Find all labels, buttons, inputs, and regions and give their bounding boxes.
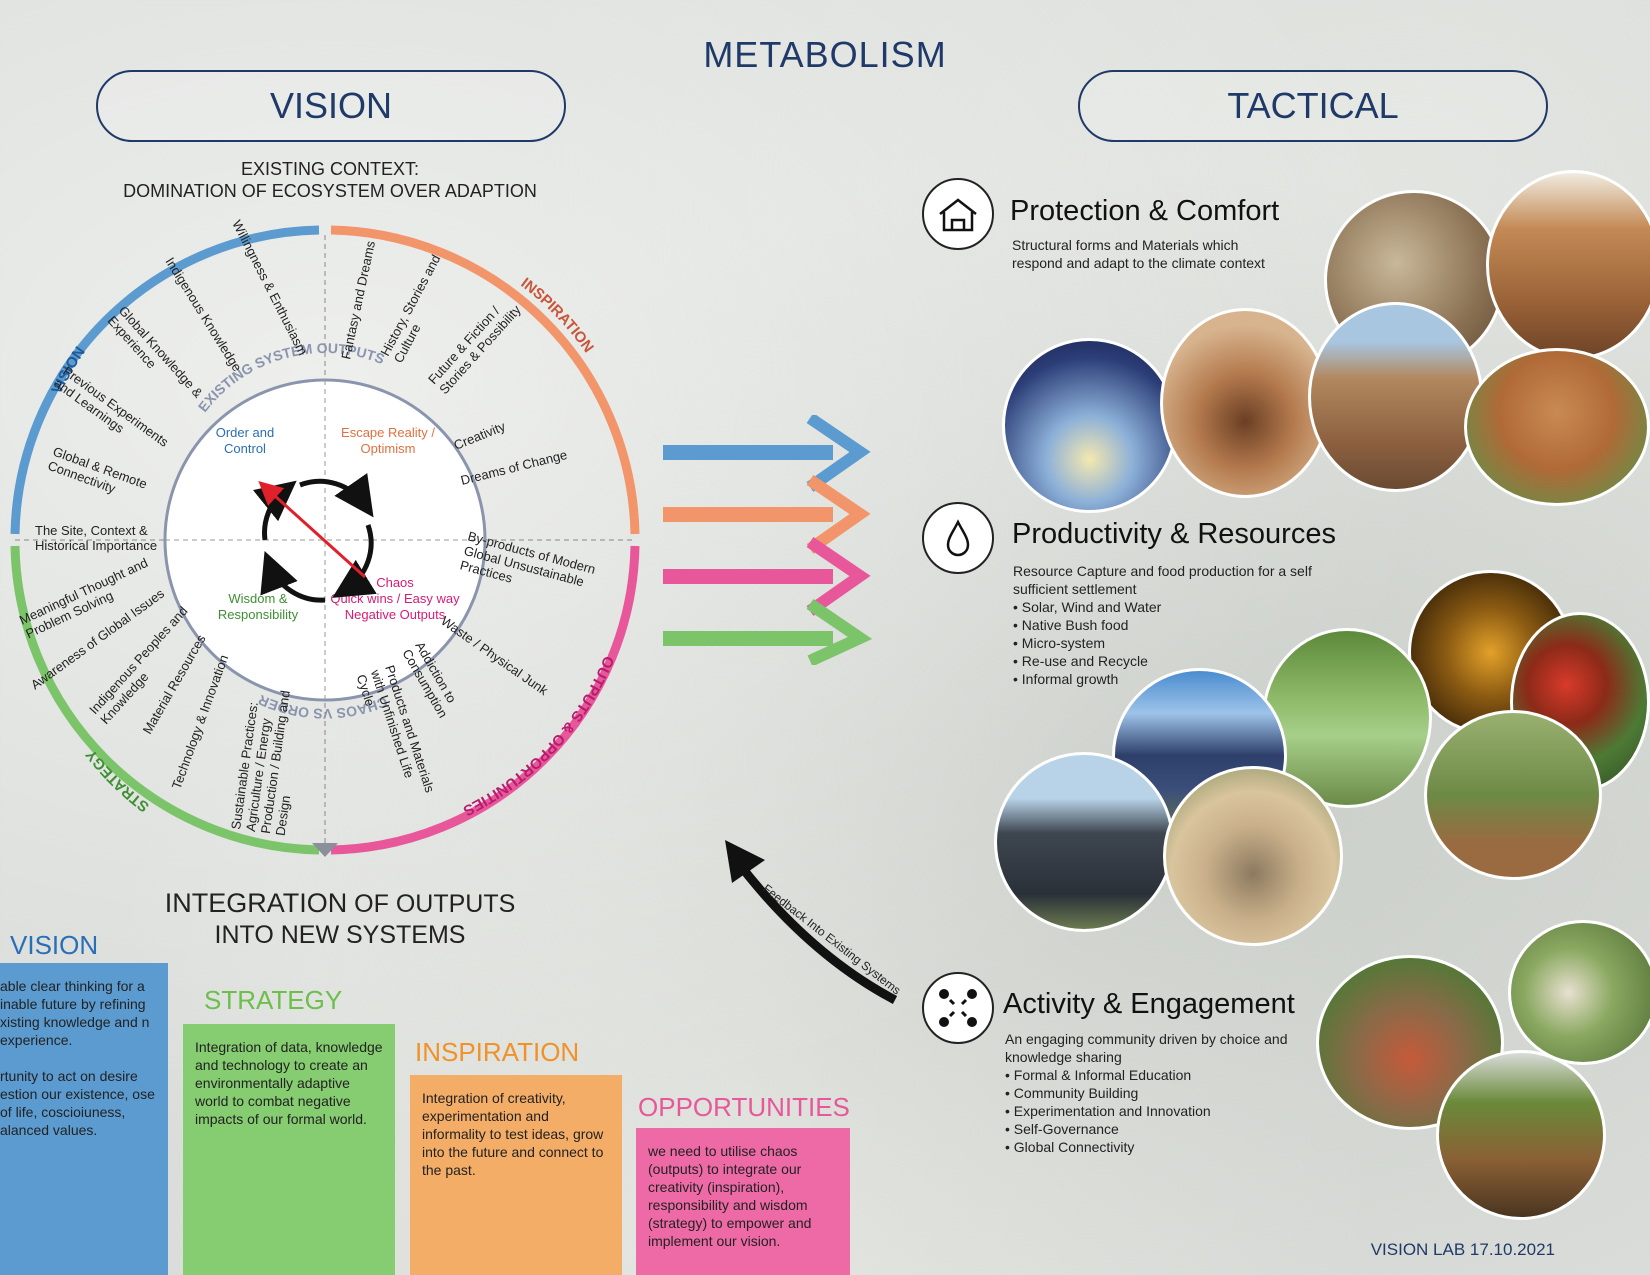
feedback-arrow: Feedback Into Existing Systems <box>725 840 903 1004</box>
productivity-body: Resource Capture and food production for… <box>1013 562 1343 688</box>
spoke-label: Creativity <box>452 418 508 452</box>
ring-label-inspiration: INSPIRATION <box>518 275 597 356</box>
activity-title: Activity & Engagement <box>1003 988 1295 1020</box>
photo-well <box>1163 766 1343 946</box>
spoke-label: Global Knowledge &Experience <box>105 303 206 411</box>
photo-garden <box>1424 710 1602 880</box>
activity-body: An engaging community driven by choice a… <box>1005 1030 1325 1156</box>
spoke-label: Meaningful Thought andProblem Solving <box>17 555 157 641</box>
photo-office <box>1436 1050 1606 1220</box>
protection-title: Protection & Comfort <box>1010 195 1280 227</box>
activity-bullet: • Experimentation and Innovation <box>1005 1103 1211 1119</box>
page-title: METABOLISM <box>703 34 947 75</box>
activity-bullet: • Self-Governance <box>1005 1121 1119 1137</box>
photo-water-tank <box>994 752 1174 932</box>
activity-text: An engaging community driven by choice a… <box>1005 1031 1288 1065</box>
box-opportunities-heading: OPPORTUNITIES <box>638 1092 850 1122</box>
vision-pill: VISION <box>96 70 566 142</box>
photo-windtowers <box>1486 170 1650 360</box>
productivity-bullet: • Informal growth <box>1013 671 1119 687</box>
existing-context: EXISTING CONTEXT: DOMINATION OF ECOSYSTE… <box>90 158 570 202</box>
box-inspiration-heading: INSPIRATION <box>415 1037 580 1067</box>
metabolism-wheel: VISION INSPIRATION OUTPUTS & OPPORTUNITI… <box>10 218 640 857</box>
box-strategy: Integration of data, knowledge and techn… <box>183 1024 395 1275</box>
spoke-label: The Site, Context &Historical Importance <box>35 523 157 553</box>
productivity-bullet: • Native Bush food <box>1013 617 1129 633</box>
flow-arrow-blue <box>663 415 871 492</box>
photo-igloo <box>1002 338 1177 513</box>
productivity-bullet: • Micro-system <box>1013 635 1106 651</box>
productivity-bullet: • Re-use and Recycle <box>1013 653 1148 669</box>
ring-label-strategy: STRATEGY <box>83 746 153 815</box>
house-icon <box>922 178 994 250</box>
water-drop-icon <box>922 502 994 574</box>
cycle-arrow-icon <box>299 473 374 518</box>
attacks-order-arrow <box>258 480 367 579</box>
spoke-label: History, Stories andCulture <box>377 252 456 365</box>
feedback-arrow-shaft <box>736 862 898 1004</box>
productivity-bullet: • Solar, Wind and Water <box>1013 599 1162 615</box>
flow-arrow-green <box>663 599 873 665</box>
integration-bold: INTEGRATION <box>164 888 348 918</box>
box-vision-text2: rtunity to act on desire estion our exis… <box>0 1068 155 1138</box>
box-vision-text1: able clear thinking for a inable future … <box>0 978 150 1048</box>
footer-label: VISION LAB 17.10.2021 <box>1370 1240 1555 1259</box>
spoke-label: Future & Fiction /Stories & Possibility <box>425 292 524 397</box>
ring-strategy-arc <box>10 545 320 855</box>
photo-earth-building <box>1464 348 1650 506</box>
box-inspiration: Integration of creativity, experimentati… <box>410 1075 622 1275</box>
flow-arrow-orange <box>663 475 871 554</box>
photo-cave-house <box>1160 308 1330 498</box>
quadrant-escape: Escape Reality /Optimism <box>341 425 435 456</box>
spoke-label: Waste / Physical Junk <box>438 613 551 698</box>
activity-bullet: • Formal & Informal Education <box>1005 1067 1192 1083</box>
spoke-label: Global & RemoteConnectivity <box>46 444 149 506</box>
bottom-pointer-icon <box>312 843 338 857</box>
box-vision: able clear thinking for a inable future … <box>0 963 168 1275</box>
spoke-label: Dreams of Change <box>459 447 569 488</box>
feedback-label: Feedback Into Existing Systems <box>760 881 903 997</box>
box-strategy-heading: STRATEGY <box>204 985 343 1015</box>
productivity-text: Resource Capture and food production for… <box>1013 563 1312 597</box>
context-line1: EXISTING CONTEXT: <box>240 159 420 179</box>
integration-rest: OF OUTPUTS <box>347 890 516 918</box>
tactical-pill: TACTICAL <box>1078 70 1548 142</box>
photo-meeting <box>1508 920 1650 1065</box>
protection-text: Structural forms and Materials which res… <box>1012 237 1265 271</box>
flow-arrows <box>663 415 873 665</box>
spoke-label: Previous Experimentsand Learnings <box>51 363 171 462</box>
activity-bullet: • Global Connectivity <box>1005 1139 1135 1155</box>
context-line2: DOMINATION OF ECOSYSTEM OVER ADAPTION <box>123 181 537 201</box>
quadrant-wisdom: Wisdom &Responsibility <box>218 591 299 622</box>
ring-outputs-arc <box>330 545 640 855</box>
integration-title: INTEGRATION OF OUTPUTS INTO NEW SYSTEMS <box>130 888 550 951</box>
productivity-title: Productivity & Resources <box>1012 518 1336 550</box>
cycle-arrow-icon <box>260 551 326 603</box>
integration-line2: INTO NEW SYSTEMS <box>214 921 466 949</box>
spoke-label: Fantasy and Dreams <box>338 239 378 361</box>
box-opportunities: we need to utilise chaos (outputs) to in… <box>636 1128 850 1275</box>
ring-vision-arc <box>10 225 320 535</box>
ring-inspiration-arc <box>330 225 640 535</box>
cycle-arrow-icon <box>332 524 377 598</box>
community-icon <box>922 972 994 1044</box>
box-vision-heading: VISION <box>10 930 99 960</box>
photo-village <box>1308 302 1483 492</box>
activity-bullet: • Community Building <box>1005 1085 1139 1101</box>
flow-arrow-pink <box>663 537 871 616</box>
feedback-arrow-head-icon <box>725 840 765 883</box>
